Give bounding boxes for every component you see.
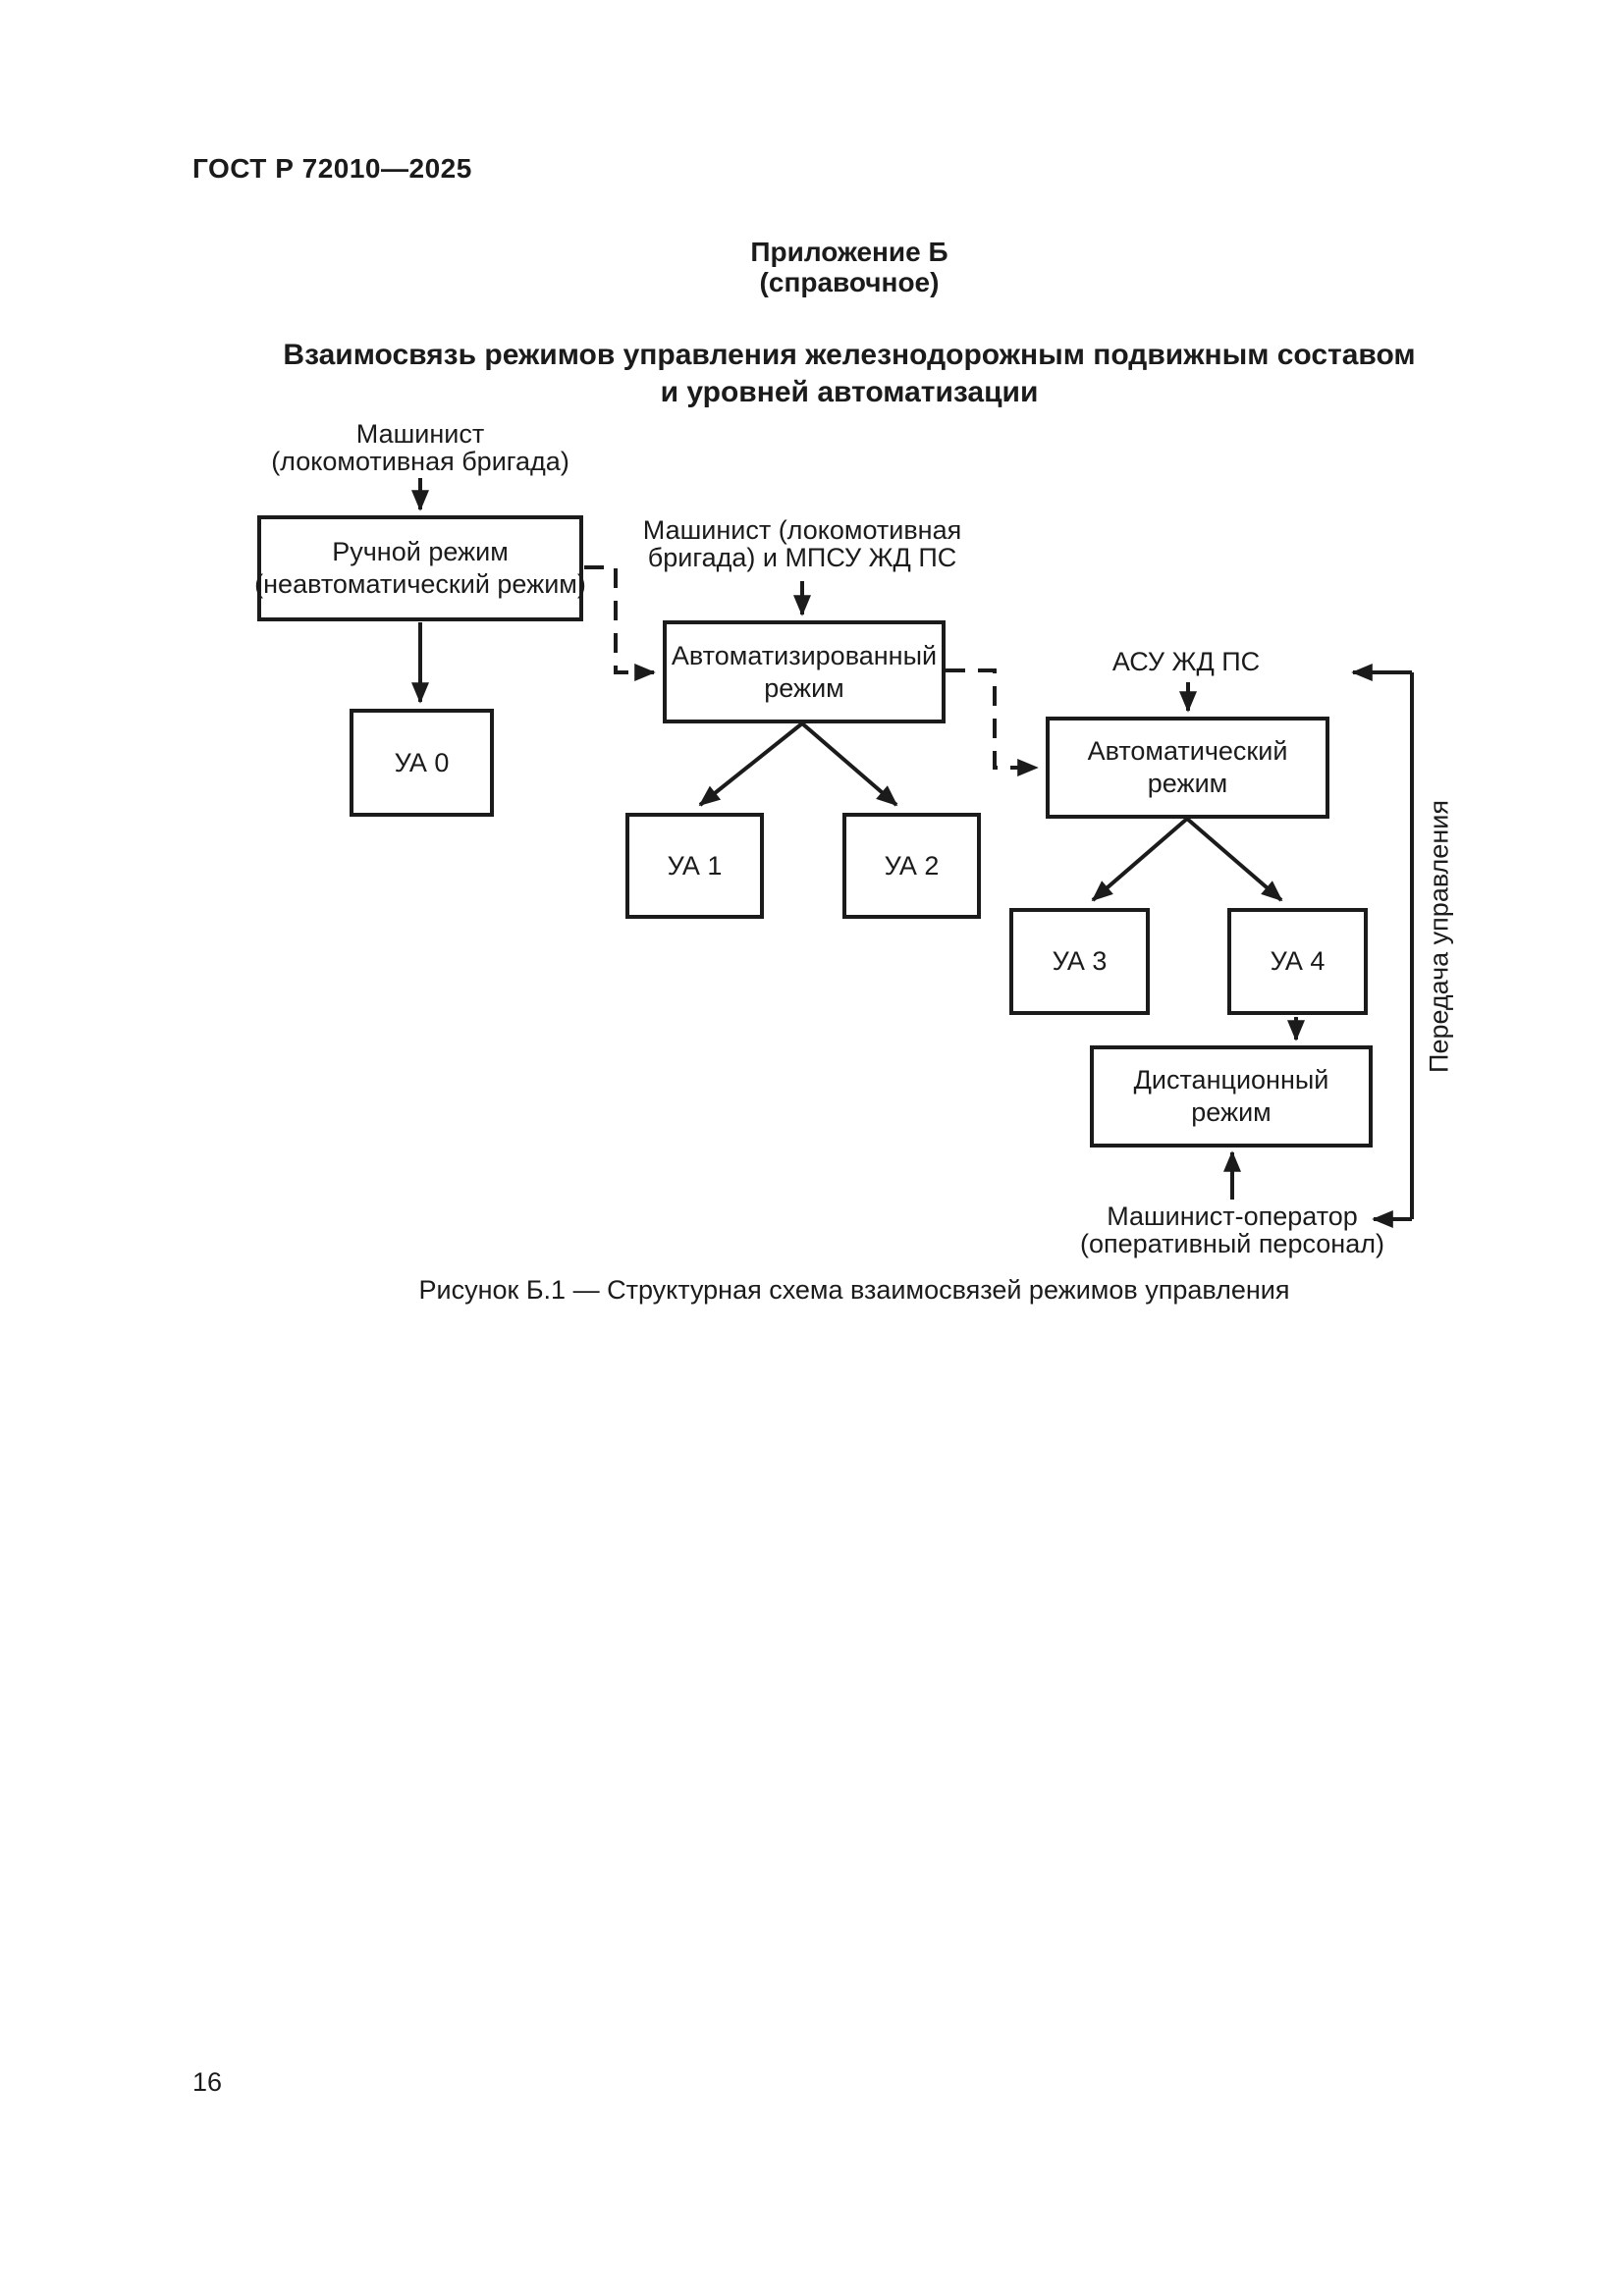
- arrow-automated-to-ua2: [800, 721, 898, 807]
- remote-mode-line2: режим: [1191, 1097, 1272, 1127]
- automated-mode-line1: Автоматизированный: [671, 640, 938, 670]
- remote-mode-line1: Дистанционный: [1133, 1065, 1329, 1095]
- ua0-box: УА 0: [350, 709, 494, 817]
- operator-label-line1: Машинист-оператор: [1107, 1201, 1358, 1231]
- arrow-automated-to-ua1: [698, 721, 804, 807]
- ua2-box: УА 2: [842, 813, 981, 919]
- ua3-box: УА 3: [1009, 908, 1150, 1015]
- asu-label: АСУ ЖД ПС: [1111, 647, 1261, 676]
- dashed-automated-to-automatic: [946, 668, 1039, 776]
- dashed-manual-to-automated: [584, 565, 656, 681]
- ua1-box: УА 1: [625, 813, 764, 919]
- driver-label: Машинист (локомотивная бригада): [271, 419, 569, 476]
- running-header: ГОСТ Р 72010—2025: [192, 153, 472, 184]
- arrow-automatic-to-ua3: [1091, 817, 1189, 902]
- figure-title-line2: и уровней автоматизации: [660, 376, 1039, 408]
- figure-title-line1: Взаимосвязь режимов управления железнодо…: [283, 339, 1416, 371]
- manual-mode-line1: Ручной режим: [332, 537, 509, 566]
- appendix-label: Приложение Б: [750, 237, 948, 267]
- driver-label-line1: Машинист: [355, 419, 485, 449]
- manual-mode-line2: (неавтоматический режим): [254, 569, 586, 599]
- remote-mode-box: Дистанционный режим: [1090, 1045, 1373, 1148]
- automatic-mode-line2: режим: [1147, 769, 1228, 798]
- driver-label-line2: (локомотивная бригада): [271, 446, 569, 476]
- manual-mode-box: Ручной режим (неавтоматический режим): [254, 515, 586, 621]
- flowchart: Машинист (локомотивная бригада) Машинист…: [254, 419, 1454, 1305]
- appendix-kind: (справочное): [759, 267, 940, 297]
- operator-label-line2: (оперативный персонал): [1080, 1228, 1384, 1258]
- figure-title: Взаимосвязь режимов управления железнодо…: [118, 337, 1581, 411]
- driver-mpsu-label-line2: бригада) и МПСУ ЖД ПС: [647, 542, 957, 572]
- automated-mode-line2: режим: [764, 672, 844, 703]
- transfer-label: Передача управления: [1424, 800, 1454, 1073]
- appendix-heading: Приложение Б (справочное): [196, 237, 1502, 297]
- arrow-automatic-to-ua4: [1185, 817, 1283, 902]
- figure-caption: Рисунок Б.1 — Структурная схема взаимосв…: [418, 1275, 1290, 1305]
- page-number: 16: [192, 2067, 223, 2097]
- ua4-box: УА 4: [1227, 908, 1368, 1015]
- driver-mpsu-label-line1: Машинист (локомотивная: [642, 515, 962, 545]
- automated-mode-box: Автоматизированный режим: [663, 620, 946, 723]
- driver-mpsu-label: Машинист (локомотивная бригада) и МПСУ Ж…: [642, 515, 962, 572]
- automatic-mode-box: Автоматический режим: [1046, 717, 1329, 819]
- operator-label: Машинист-оператор (оперативный персонал): [1080, 1201, 1384, 1258]
- automatic-mode-line1: Автоматический: [1087, 736, 1288, 766]
